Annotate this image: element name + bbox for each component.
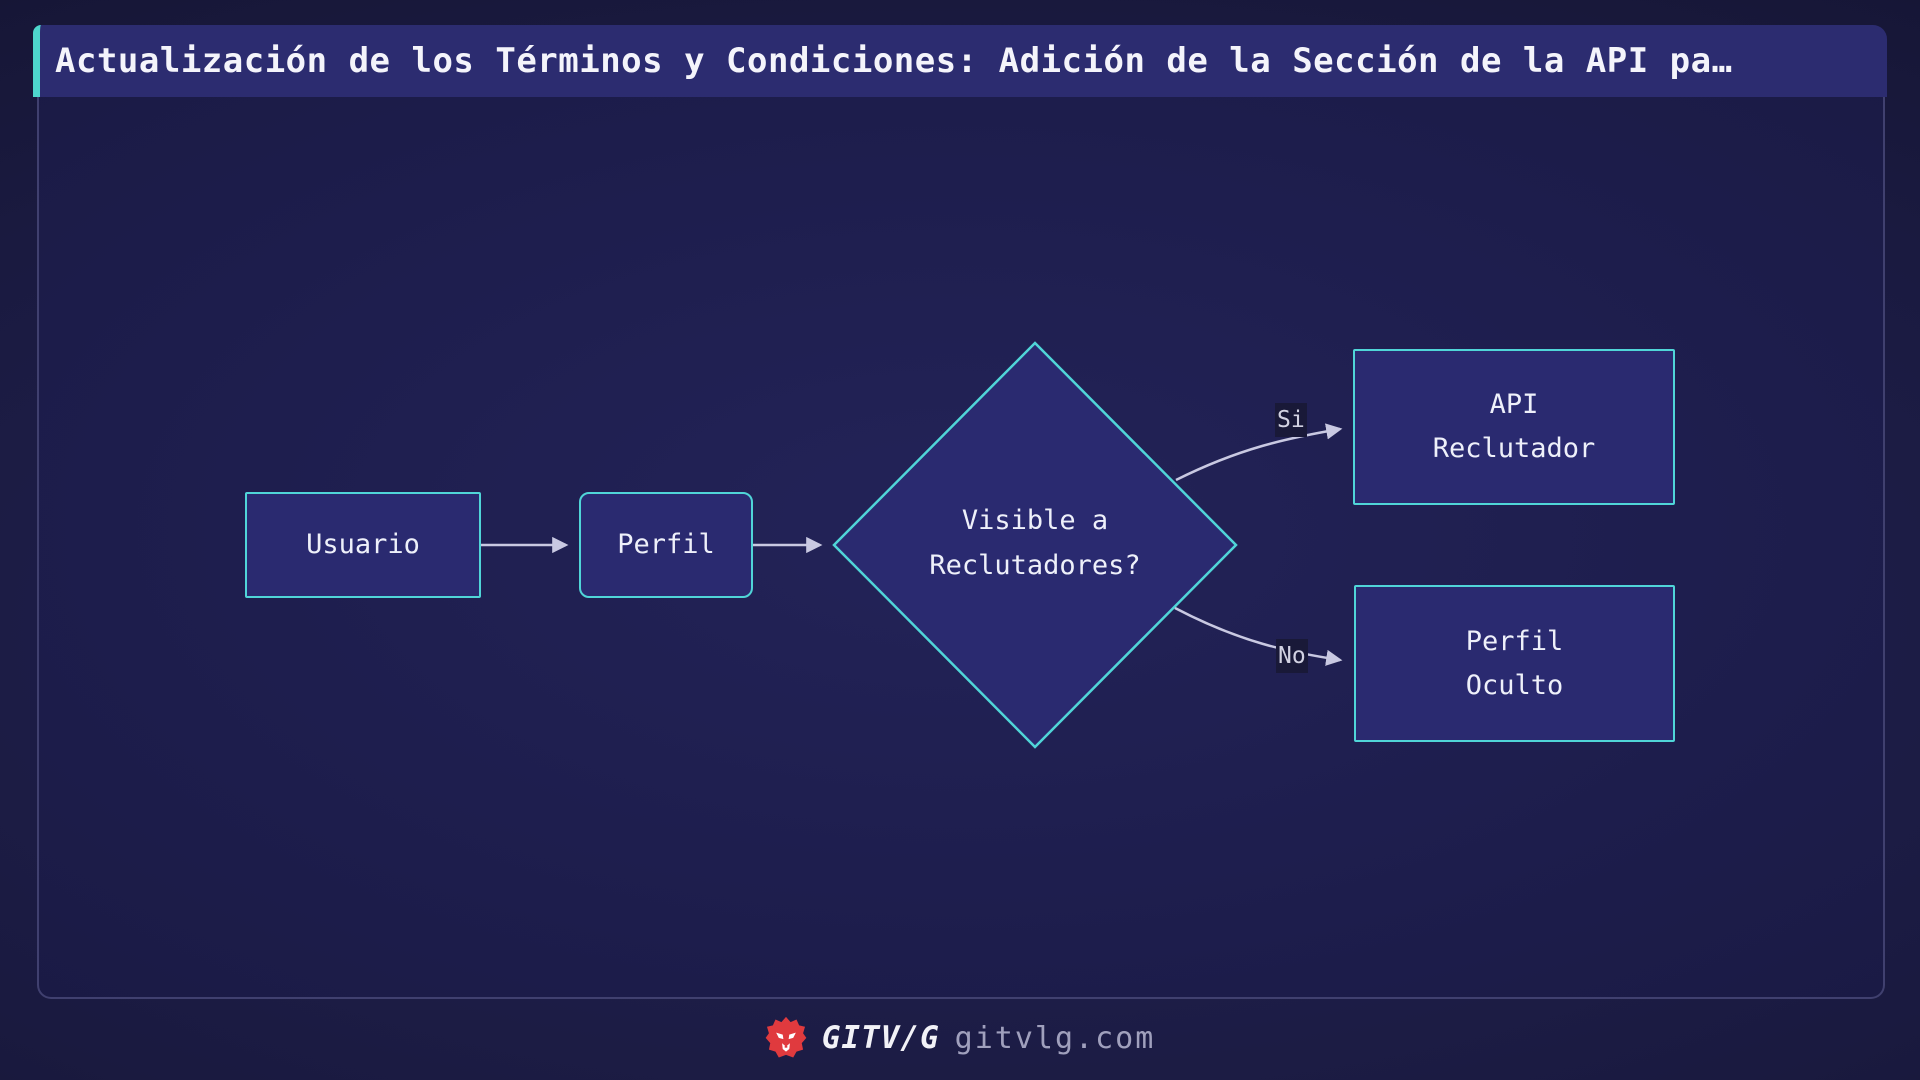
page-title-bar: Actualización de los Términos y Condicio… (33, 25, 1887, 97)
lion-icon (765, 1016, 807, 1058)
edge-label-si: Si (1275, 403, 1307, 437)
page-title: Actualización de los Términos y Condicio… (55, 41, 1733, 81)
node-perfil-label: Perfil (617, 529, 715, 560)
node-decision-label: Visible a Reclutadores? (885, 498, 1185, 588)
footer: GITV/G gitvlg.com (0, 1009, 1920, 1067)
oculto-label-line2: Oculto (1465, 669, 1564, 701)
api-label-line1: API (1489, 389, 1539, 420)
edge-label-no: No (1276, 639, 1308, 673)
node-usuario: Usuario (245, 492, 481, 598)
brand-site-url: gitvlg.com (954, 1020, 1156, 1056)
node-usuario-label: Usuario (306, 529, 420, 560)
decision-diamond-shape (832, 341, 1238, 749)
node-perfil-oculto: Perfil Oculto (1354, 585, 1675, 742)
oculto-label-line1: Perfil (1465, 625, 1564, 657)
node-perfil: Perfil (579, 492, 753, 598)
brand-name: GITV/G (821, 1020, 940, 1056)
decision-label-line2: Reclutadores? (929, 550, 1141, 581)
api-label-line2: Reclutador (1432, 433, 1596, 464)
node-api-reclutador: API Reclutador (1353, 349, 1675, 505)
edge-decision-to-api (1175, 423, 1343, 482)
decision-label-line1: Visible a (961, 505, 1109, 536)
edge-decision-to-oculto (1174, 606, 1343, 666)
